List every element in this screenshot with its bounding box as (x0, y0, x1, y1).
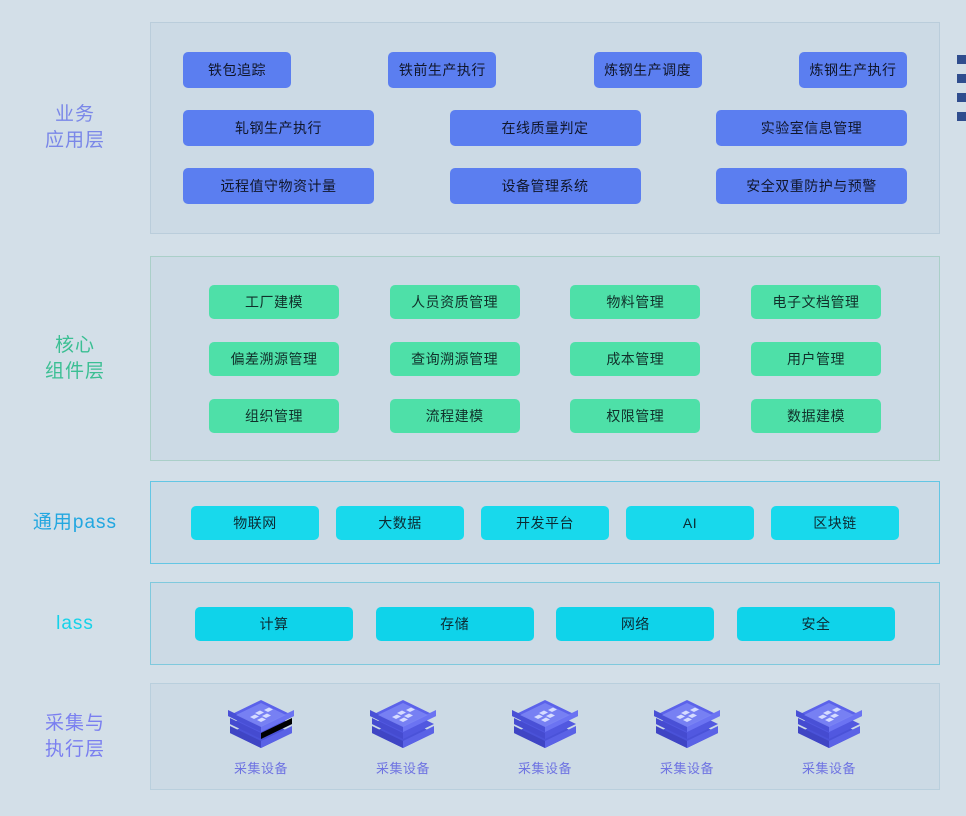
chip-deviation-tracing[interactable]: 偏差溯源管理 (209, 341, 339, 376)
chip-query-tracing[interactable]: 查询溯源管理 (389, 341, 520, 376)
device-row: 采集设备 (151, 696, 939, 777)
layer-panel-iaas: 计算 存储 网络 安全 (150, 582, 940, 665)
device-item[interactable]: 采集设备 (641, 696, 733, 777)
device-label: 采集设备 (233, 761, 288, 776)
chip-rolling-execution[interactable]: 轧钢生产执行 (183, 110, 374, 146)
device-label: 采集设备 (375, 761, 430, 776)
chip-row: 偏差溯源管理 查询溯源管理 成本管理 用户管理 (151, 341, 939, 376)
chip-steelmaking-scheduling[interactable]: 炼钢生产调度 (593, 52, 702, 88)
device-cube-icon (650, 696, 724, 754)
layer-label-device: 采集与 执行层 (44, 712, 105, 760)
chip-cost-management[interactable]: 成本管理 (570, 341, 701, 376)
chip-equipment-management-system[interactable]: 设备管理系统 (449, 168, 641, 204)
layer-iaas: lass 计算 存储 网络 安全 (0, 582, 940, 665)
edge-marker-square (957, 55, 966, 64)
chip-organization-management[interactable]: 组织管理 (209, 398, 339, 433)
chip-row: 组织管理 流程建模 权限管理 数据建模 (151, 398, 939, 433)
chip-row: 物联网 大数据 开发平台 AI 区块链 (151, 505, 939, 540)
device-item[interactable]: 采集设备 (357, 696, 449, 777)
device-cube-icon (366, 696, 440, 754)
device-label: 采集设备 (801, 761, 856, 776)
chip-permission-management[interactable]: 权限管理 (570, 398, 701, 433)
layer-panel-core: 工厂建模 人员资质管理 物料管理 电子文档管理 偏差溯源管理 查询溯源管理 成本… (150, 256, 940, 461)
chip-development-platform[interactable]: 开发平台 (481, 505, 609, 540)
chip-process-modeling[interactable]: 流程建模 (389, 398, 520, 433)
chip-personnel-qualification[interactable]: 人员资质管理 (389, 284, 520, 319)
chip-iot[interactable]: 物联网 (191, 505, 319, 540)
chip-ironmaking-execution[interactable]: 铁前生产执行 (388, 52, 497, 88)
device-item[interactable]: 采集设备 (499, 696, 591, 777)
layer-label-core: 核心 组件层 (44, 334, 105, 382)
layer-device: 采集与 执行层 (0, 683, 940, 790)
device-cube-icon (508, 696, 582, 754)
chip-network[interactable]: 网络 (556, 606, 715, 641)
chip-tiebao-tracking[interactable]: 铁包追踪 (183, 52, 291, 88)
chip-data-modeling[interactable]: 数据建模 (750, 398, 881, 433)
chip-row: 轧钢生产执行 在线质量判定 实验室信息管理 (151, 110, 939, 146)
device-cube-icon (792, 696, 866, 754)
device-item[interactable]: 采集设备 (783, 696, 875, 777)
chip-row: 远程值守物资计量 设备管理系统 安全双重防护与预警 (151, 168, 939, 204)
layer-panel-device: 采集设备 (150, 683, 940, 790)
chip-material-management[interactable]: 物料管理 (570, 284, 701, 319)
chip-steelmaking-execution[interactable]: 炼钢生产执行 (798, 52, 907, 88)
edge-marker-list (957, 55, 966, 121)
edge-marker-square (957, 74, 966, 83)
layer-label-business: 业务 应用层 (44, 104, 105, 151)
device-item[interactable]: 采集设备 (215, 696, 307, 777)
chip-electronic-document-management[interactable]: 电子文档管理 (750, 284, 881, 319)
layer-label-iaas: lass (56, 612, 94, 634)
layer-business: 业务 应用层 铁包追踪 铁前生产执行 炼钢生产调度 炼钢生产执行 轧钢生产执行 … (0, 22, 940, 234)
chip-lab-information-management[interactable]: 实验室信息管理 (716, 110, 907, 146)
chip-remote-material-metering[interactable]: 远程值守物资计量 (183, 168, 374, 204)
layer-panel-paas: 物联网 大数据 开发平台 AI 区块链 (150, 481, 940, 564)
chip-big-data[interactable]: 大数据 (336, 505, 464, 540)
chip-blockchain[interactable]: 区块链 (771, 505, 899, 540)
edge-marker-square (957, 112, 966, 121)
layer-core: 核心 组件层 工厂建模 人员资质管理 物料管理 电子文档管理 偏差溯源管理 查询… (0, 256, 940, 461)
layer-paas: 通用pass 物联网 大数据 开发平台 AI 区块链 (0, 481, 940, 564)
chip-storage[interactable]: 存储 (375, 606, 534, 641)
layer-label-paas: 通用pass (32, 511, 118, 533)
device-label: 采集设备 (659, 761, 714, 776)
edge-marker-square (957, 93, 966, 102)
chip-online-quality-judgement[interactable]: 在线质量判定 (449, 110, 641, 146)
chip-row: 计算 存储 网络 安全 (151, 606, 939, 641)
chip-security[interactable]: 安全 (736, 606, 895, 641)
chip-row: 工厂建模 人员资质管理 物料管理 电子文档管理 (151, 284, 939, 319)
device-label: 采集设备 (517, 761, 572, 776)
device-cube-icon (224, 696, 298, 754)
chip-safety-dual-prevention[interactable]: 安全双重防护与预警 (716, 168, 907, 204)
chip-ai[interactable]: AI (626, 505, 754, 540)
chip-factory-modeling[interactable]: 工厂建模 (209, 284, 339, 319)
chip-compute[interactable]: 计算 (195, 606, 353, 641)
chip-row: 铁包追踪 铁前生产执行 炼钢生产调度 炼钢生产执行 (151, 52, 939, 88)
layer-panel-business: 铁包追踪 铁前生产执行 炼钢生产调度 炼钢生产执行 轧钢生产执行 在线质量判定 … (150, 22, 940, 234)
chip-user-management[interactable]: 用户管理 (750, 341, 881, 376)
